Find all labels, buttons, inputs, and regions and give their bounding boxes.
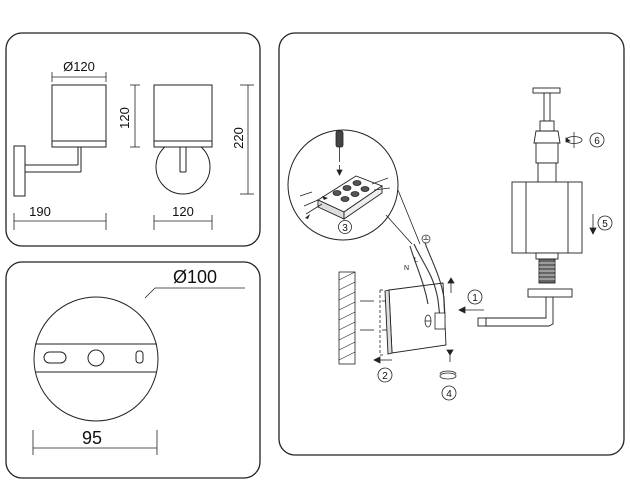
label-shade-diameter: Ø120: [63, 59, 95, 74]
panel-dimensions: [5, 32, 261, 247]
side-view: [13, 84, 107, 197]
lamp-base-plate: [384, 282, 447, 355]
lamp-shade-assembly: [511, 87, 583, 284]
mounting-plate: [33, 296, 159, 422]
supply-wires: [409, 239, 446, 319]
label-total-height: 220: [231, 127, 246, 149]
label-projection: 190: [29, 204, 51, 219]
step-number-2: 2: [382, 371, 388, 382]
step-2-arrow: [373, 356, 392, 364]
step-number-4: 4: [446, 389, 452, 400]
label-plate-diameter: Ø100: [173, 267, 217, 287]
fixing-screw-bottom: [439, 349, 457, 380]
step-number-5: 5: [602, 219, 608, 230]
wire-label-live: L: [414, 257, 418, 264]
rotate-icon: [565, 132, 583, 148]
wire-label-neutral: N: [404, 265, 409, 272]
step-number-6: 6: [594, 136, 600, 147]
dim-plate-diameter-leader: [144, 287, 245, 299]
wall: [338, 271, 356, 365]
dim-plate-hole-spacing: [32, 430, 158, 455]
dim-base-width: [153, 215, 213, 230]
lamp-arm: [477, 288, 573, 327]
label-shade-height: 120: [117, 107, 132, 129]
label-plate-hole-spacing: 95: [82, 428, 102, 448]
label-base-width: 120: [172, 204, 194, 219]
panel-mounting-plate: [5, 261, 261, 479]
wall-plate-outline: [379, 289, 385, 356]
step-number-3: 3: [342, 223, 348, 234]
ground-symbol: [421, 234, 431, 244]
wire-connector: [424, 312, 446, 330]
dim-projection: [13, 213, 107, 230]
step-5-arrow: [589, 214, 597, 235]
panel-installation: [278, 32, 625, 456]
dim-shade-height: [130, 84, 140, 148]
step-1-arrow: [458, 306, 484, 314]
front-view: [153, 84, 213, 195]
fixing-screw-top: [447, 277, 455, 293]
step-number-1: 1: [472, 293, 478, 304]
terminal-block-detail: 3: [287, 129, 421, 245]
screwdriver-icon: [335, 130, 344, 176]
dim-shade-diameter: [51, 72, 107, 82]
dim-total-height: [240, 84, 254, 195]
